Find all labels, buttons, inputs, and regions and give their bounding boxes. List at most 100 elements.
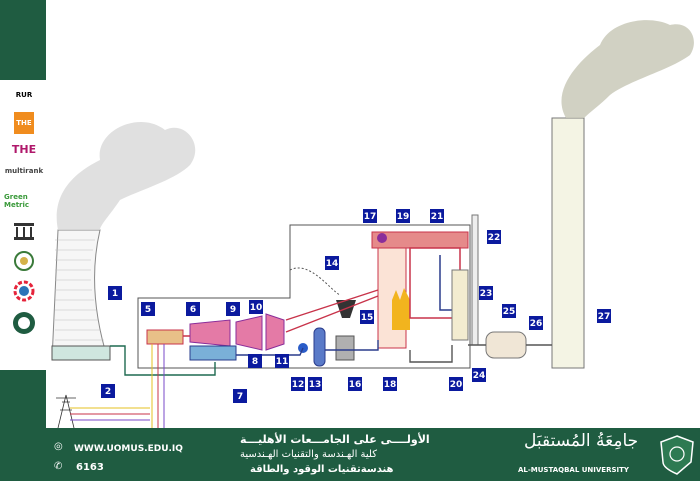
svg-text:19: 19 xyxy=(397,212,410,222)
the-logo: THE xyxy=(14,112,34,134)
svg-text:8: 8 xyxy=(252,357,258,367)
label-24: 24 xyxy=(472,368,486,382)
emblem-logo xyxy=(4,250,44,272)
label-2: 2 xyxy=(101,384,115,398)
svg-text:17: 17 xyxy=(364,212,377,222)
deaerator xyxy=(313,327,326,367)
label-7: 7 xyxy=(233,389,247,403)
svg-text:11: 11 xyxy=(276,357,289,367)
phone-icon: ✆ xyxy=(54,461,63,472)
phone-text: 6163 xyxy=(76,462,104,473)
greenmetric-logo: Green Metric xyxy=(4,193,30,209)
steam-line xyxy=(183,295,379,337)
svg-text:14: 14 xyxy=(326,259,339,269)
plant-building xyxy=(137,224,471,369)
conveyor xyxy=(289,267,341,296)
reheat-line xyxy=(285,289,379,321)
svg-text:18: 18 xyxy=(384,380,397,390)
label-15: 15 xyxy=(360,310,374,324)
lp-turbine xyxy=(265,313,285,351)
chimney-smoke xyxy=(561,20,694,118)
label-8: 8 xyxy=(248,354,262,368)
label-10: 10 xyxy=(249,300,263,314)
label-23: 23 xyxy=(479,286,493,300)
condenser xyxy=(189,345,237,361)
label-20: 20 xyxy=(449,377,463,391)
chimney xyxy=(551,117,585,369)
label-13: 13 xyxy=(308,377,322,391)
air-preheater xyxy=(451,269,469,341)
svg-text:27: 27 xyxy=(598,312,611,322)
transmission-tower xyxy=(56,394,76,429)
label-21: 21 xyxy=(430,209,444,223)
label-18: 18 xyxy=(383,377,397,391)
tower-steam xyxy=(56,121,196,230)
label-1: 1 xyxy=(108,286,122,300)
emblem-icon xyxy=(14,251,34,271)
cooling-tower xyxy=(51,229,111,361)
label-17: 17 xyxy=(363,209,377,223)
svg-text:5: 5 xyxy=(145,305,151,315)
svg-text:15: 15 xyxy=(361,313,374,323)
sdg-wheel-icon xyxy=(13,280,35,302)
hp-turbine xyxy=(189,319,231,347)
arab-ranking-icon xyxy=(13,312,35,334)
svg-text:7: 7 xyxy=(237,392,243,402)
transformer xyxy=(146,329,184,345)
globe-icon: ◎ xyxy=(54,441,63,452)
website-text[interactable]: WWW.UOMUS.EDU.IQ xyxy=(74,444,183,454)
label-9: 9 xyxy=(226,302,240,316)
svg-text:25: 25 xyxy=(503,307,516,317)
label-14: 14 xyxy=(325,256,339,270)
iraqi-ranking-logo xyxy=(4,220,44,242)
precipitator xyxy=(485,331,527,359)
svg-text:2: 2 xyxy=(105,387,111,397)
sdg-logo xyxy=(4,280,44,302)
label-11: 11 xyxy=(275,354,289,368)
svg-text:20: 20 xyxy=(450,380,463,390)
label-27: 27 xyxy=(597,309,611,323)
columns-icon xyxy=(14,223,34,240)
ash-line xyxy=(409,345,453,363)
label-26: 26 xyxy=(529,316,543,330)
svg-text:9: 9 xyxy=(230,305,236,315)
svg-text:1: 1 xyxy=(112,289,118,299)
label-5: 5 xyxy=(141,302,155,316)
svg-text:10: 10 xyxy=(250,303,263,313)
multirank-logo: multirank xyxy=(4,167,44,175)
footer-bar: WWW.UOMUS.EDU.IQ 6163 ◎ ✆ الأولــــى على… xyxy=(46,428,700,481)
svg-text:13: 13 xyxy=(309,380,322,390)
university-name-arabic: جامِعَةُ المُستقبَل xyxy=(524,431,639,451)
footer-line-2: كلية الهـندسة والتقنيات الهـندسية xyxy=(240,449,377,460)
ranking-logos-strip: RUR THE THE multirank Green Metric xyxy=(0,80,46,370)
svg-text:24: 24 xyxy=(473,371,486,381)
flame-icon xyxy=(392,288,410,330)
footer-line-1: الأولــــى على الجامـــعات الأهليـــة xyxy=(240,433,430,446)
university-crest-icon xyxy=(660,435,694,475)
svg-text:12: 12 xyxy=(292,380,305,390)
footer-line-3: هندسةتقنيات الوقود والطاقة xyxy=(250,464,394,475)
svg-text:16: 16 xyxy=(349,380,362,390)
label-16: 16 xyxy=(348,377,362,391)
svg-text:23: 23 xyxy=(480,289,493,299)
svg-text:26: 26 xyxy=(530,319,543,329)
svg-text:21: 21 xyxy=(431,212,444,222)
label-19: 19 xyxy=(396,209,410,223)
label-6: 6 xyxy=(186,302,200,316)
svg-text:22: 22 xyxy=(488,233,501,243)
label-22: 22 xyxy=(487,230,501,244)
steam-drum xyxy=(377,233,387,243)
rur-logo: RUR xyxy=(15,91,33,99)
pulverizer xyxy=(335,335,355,361)
arab-ranking-logo xyxy=(4,312,44,334)
ip-turbine xyxy=(235,315,263,351)
the-impact-logo: THE xyxy=(11,142,37,156)
cooling-water-line xyxy=(110,345,216,376)
air-intake xyxy=(471,214,479,346)
svg-text:6: 6 xyxy=(190,305,196,315)
label-25: 25 xyxy=(502,304,516,318)
label-12: 12 xyxy=(291,377,305,391)
university-name-english: AL-MUSTAQBAL UNIVERSITY xyxy=(518,466,629,474)
